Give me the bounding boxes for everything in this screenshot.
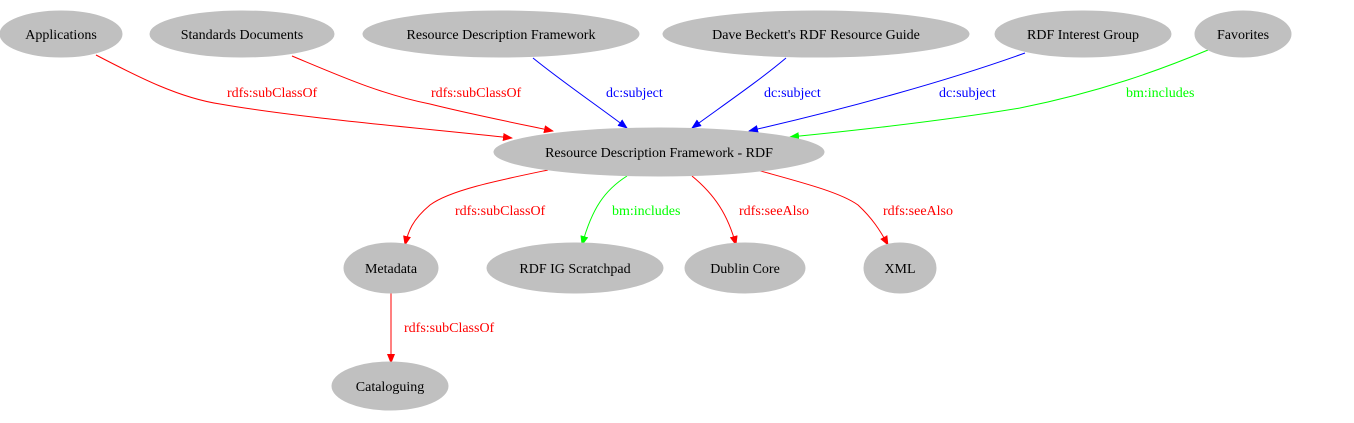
node-ellipse xyxy=(0,10,123,58)
edge-label: rdfs:subClassOf xyxy=(404,321,495,336)
node-applications[interactable]: Applications xyxy=(0,10,123,58)
edge-label: bm:includes xyxy=(1126,86,1194,101)
node-ellipse xyxy=(1194,10,1292,58)
edge-favorites-rdf: bm:includes xyxy=(789,49,1209,141)
edge-interest-group-rdf: dc:subject xyxy=(748,52,1026,133)
edge-label: rdfs:seeAlso xyxy=(739,204,809,219)
edge-path xyxy=(95,54,513,142)
node-label: Resource Description Framework - RDF xyxy=(545,146,773,161)
node-ellipse xyxy=(684,242,806,294)
node-label: Cataloguing xyxy=(356,380,424,395)
node-ellipse xyxy=(149,10,335,58)
edge-label: rdfs:subClassOf xyxy=(455,204,546,219)
node-ellipse xyxy=(343,242,439,294)
edge-path xyxy=(756,169,889,246)
node-label: Metadata xyxy=(365,262,418,277)
nodes: Applications Standards Documents Resourc… xyxy=(0,10,1292,411)
node-resource-description-framework[interactable]: Resource Description Framework xyxy=(362,10,640,58)
node-label: XML xyxy=(884,262,915,277)
edge-label: dc:subject xyxy=(606,86,663,101)
edge-path xyxy=(580,175,628,246)
edge-path xyxy=(532,57,628,129)
edge-applications-rdf: rdfs:subClassOf xyxy=(95,54,513,142)
edge-standards-rdf: rdfs:subClassOf xyxy=(291,55,554,134)
node-xml[interactable]: XML xyxy=(863,242,937,294)
node-metadata[interactable]: Metadata xyxy=(343,242,439,294)
edge-framework-rdf: dc:subject xyxy=(532,57,663,129)
node-label: Favorites xyxy=(1217,28,1269,43)
node-rdf-main[interactable]: Resource Description Framework - RDF xyxy=(493,127,825,177)
node-cataloguing[interactable]: Cataloguing xyxy=(331,361,449,411)
node-label: Resource Description Framework xyxy=(407,28,596,43)
node-ellipse xyxy=(493,127,825,177)
node-rdf-ig-scratchpad[interactable]: RDF IG Scratchpad xyxy=(486,242,664,294)
edge-beckett-rdf: dc:subject xyxy=(691,57,821,129)
node-ellipse xyxy=(994,10,1172,58)
node-ellipse xyxy=(863,242,937,294)
node-label: Standards Documents xyxy=(181,28,303,43)
node-ellipse xyxy=(362,10,640,58)
edge-path xyxy=(691,175,738,246)
edge-path xyxy=(291,55,554,134)
node-standards-documents[interactable]: Standards Documents xyxy=(149,10,335,58)
node-dublin-core[interactable]: Dublin Core xyxy=(684,242,806,294)
edge-label: rdfs:subClassOf xyxy=(431,86,522,101)
edge-path xyxy=(789,49,1209,141)
node-ellipse xyxy=(331,361,449,411)
node-ellipse xyxy=(486,242,664,294)
node-rdf-interest-group[interactable]: RDF Interest Group xyxy=(994,10,1172,58)
edge-label: rdfs:subClassOf xyxy=(227,86,318,101)
node-label: Dublin Core xyxy=(710,262,780,277)
node-label: Applications xyxy=(25,28,97,43)
node-label: RDF Interest Group xyxy=(1027,28,1139,43)
node-beckett-guide[interactable]: Dave Beckett's RDF Resource Guide xyxy=(662,10,970,58)
edge-path xyxy=(403,169,549,246)
edge-label: rdfs:seeAlso xyxy=(883,204,953,219)
node-label: Dave Beckett's RDF Resource Guide xyxy=(712,28,920,43)
edges: rdfs:subClassOf rdfs:subClassOf dc:subje… xyxy=(95,49,1209,364)
edge-metadata-cataloguing: rdfs:subClassOf xyxy=(387,293,495,364)
node-favorites[interactable]: Favorites xyxy=(1194,10,1292,58)
edge-path xyxy=(691,57,787,129)
edge-label: dc:subject xyxy=(764,86,821,101)
edge-rdf-scratchpad: bm:includes xyxy=(580,175,680,246)
edge-rdf-xml: rdfs:seeAlso xyxy=(756,169,953,246)
edge-path xyxy=(748,52,1026,133)
node-label: RDF IG Scratchpad xyxy=(519,262,630,277)
edge-label: bm:includes xyxy=(612,204,680,219)
edge-rdf-metadata: rdfs:subClassOf xyxy=(403,169,549,246)
edge-label: dc:subject xyxy=(939,86,996,101)
edge-rdf-dublin: rdfs:seeAlso xyxy=(691,175,809,246)
node-ellipse xyxy=(662,10,970,58)
